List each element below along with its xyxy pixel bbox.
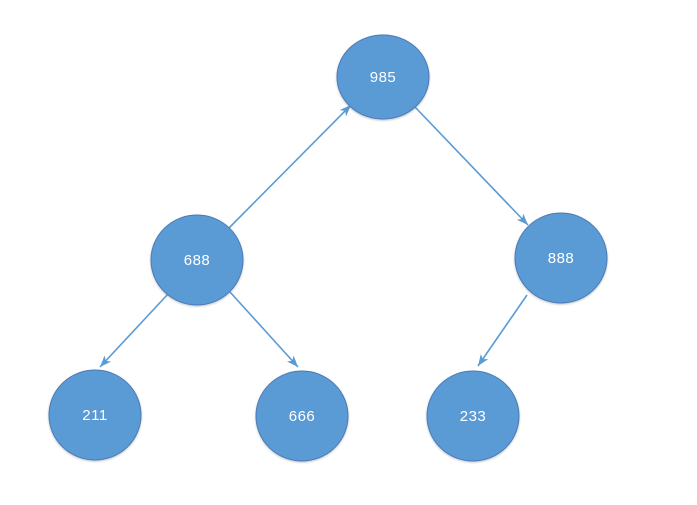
tree-node-688[interactable]: 688 [150, 214, 244, 306]
tree-node-circle[interactable] [48, 369, 142, 461]
tree-edge-n888-to-n233[interactable] [477, 294, 528, 367]
tree-node-985[interactable]: 985 [336, 34, 430, 120]
tree-node-value: 985 [370, 69, 397, 86]
tree-node-value: 888 [548, 250, 575, 267]
tree-node-circle[interactable] [255, 370, 349, 462]
tree-edge-n688-to-n211[interactable] [99, 293, 169, 368]
tree-node-value: 233 [460, 408, 487, 425]
tree-edge-n688-to-n666[interactable] [229, 291, 299, 368]
edges-layer [99, 104, 529, 368]
tree-node-888[interactable]: 888 [514, 212, 608, 304]
tree-node-circle[interactable] [514, 212, 608, 304]
tree-node-circle[interactable] [426, 370, 520, 462]
nodes-layer: 985 688 888 211 666 233 [48, 34, 608, 462]
tree-node-value: 211 [82, 407, 107, 424]
tree-node-233[interactable]: 233 [426, 370, 520, 462]
tree-node-circle[interactable] [336, 34, 430, 120]
tree-node-value: 688 [184, 252, 211, 269]
tree-edge-n985-to-n888[interactable] [414, 106, 529, 226]
tree-node-value: 666 [289, 408, 316, 425]
tree-node-circle[interactable] [150, 214, 244, 306]
tree-node-666[interactable]: 666 [255, 370, 349, 462]
tree-node-211[interactable]: 211 [48, 369, 142, 461]
tree-edge-n688-to-n985[interactable] [228, 104, 352, 229]
